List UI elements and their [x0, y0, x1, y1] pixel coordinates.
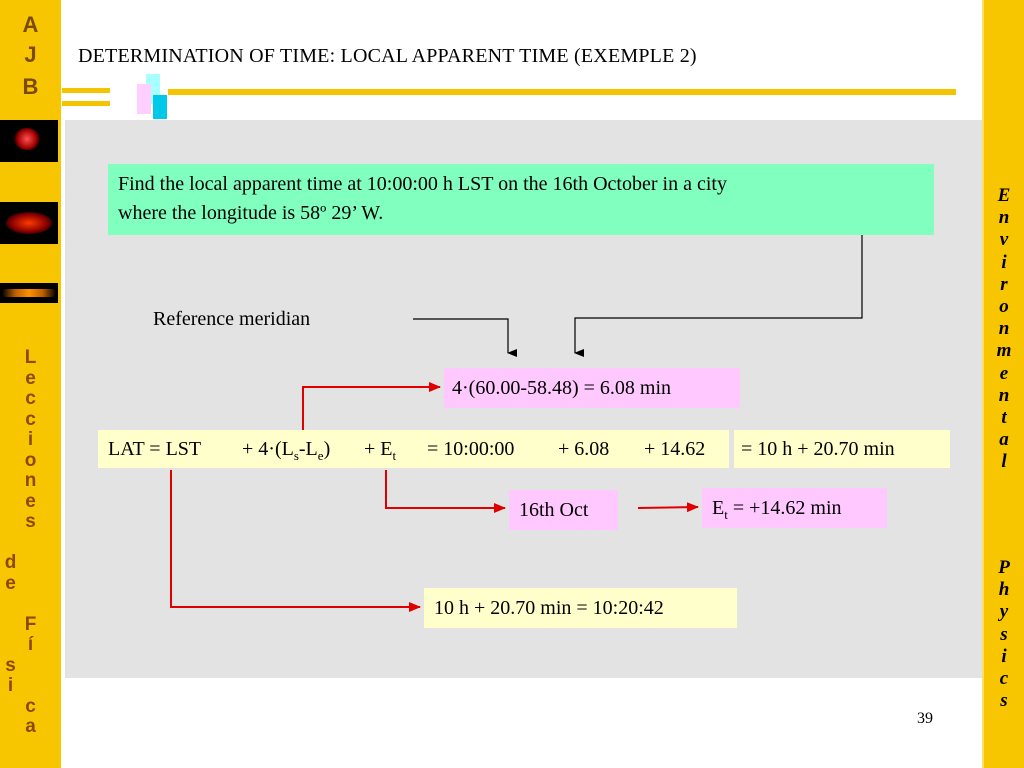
sidebar-vertical-letter: n [998, 207, 1010, 229]
sidebar-vertical-letter: a [25, 716, 36, 737]
sidebar-vertical-letter: l [1001, 451, 1007, 473]
sidebar-vertical-letter: s [25, 511, 36, 532]
thumbnail-image-3 [0, 283, 58, 303]
reference-meridian-arrow [413, 318, 517, 357]
title-decoration-bar-left [62, 88, 110, 93]
sidebar-vertical-letter: d [4, 552, 17, 573]
title-decoration-bar-left-2 [62, 101, 110, 106]
decorative-square-cyan [153, 95, 167, 119]
date-to-et-arrow [637, 502, 699, 513]
sidebar-vertical-letter: r [1000, 273, 1008, 295]
equation-box: LAT = LST + 4·(Ls-Le) + Et = 10:00:00 + … [98, 430, 729, 468]
logo-letter-j: J [24, 42, 37, 67]
sidebar-vertical-letter: n [24, 470, 37, 491]
eq-et-value: + 14.62 [644, 438, 706, 460]
reference-meridian-label: Reference meridian [153, 308, 311, 330]
sidebar-vertical-letter: e [25, 490, 36, 512]
equation-of-time-box: Et = +14.62 min [702, 488, 887, 528]
thumbnail-image-2 [0, 202, 58, 244]
equation-result-box: = 10 h + 20.70 min [734, 430, 950, 468]
sidebar-vertical-letter: n [998, 384, 1010, 406]
final-result-text: 10 h + 20.70 min = 10:20:42 [434, 597, 664, 619]
title-underline-bar [168, 89, 956, 95]
sidebar-vertical-letter: F [24, 613, 37, 635]
slide-title: DETERMINATION OF TIME: LOCAL APPARENT TI… [78, 45, 697, 67]
sidebar-vertical-letter: v [999, 229, 1009, 251]
sidebar-vertical-letter: s [1000, 623, 1008, 645]
sidebar-vertical-letter: y [999, 601, 1009, 623]
sidebar-vertical-letter: s [5, 654, 16, 676]
sidebar-vertical-letter: c [999, 668, 1009, 689]
sidebar-vertical-letter: í [27, 634, 34, 655]
sidebar-vertical-letter: i [27, 429, 34, 450]
date-text: 16th Oct [519, 499, 589, 521]
problem-line-1: Find the local apparent time at 10:00:00… [118, 173, 727, 195]
sidebar-vertical-letter: a [999, 429, 1009, 451]
sidebar-vertical-letter: n [998, 318, 1010, 340]
longitude-term-arrow [302, 382, 441, 430]
sidebar-vertical-letter: m [996, 340, 1012, 362]
sidebar-vertical-letter: s [1000, 690, 1008, 712]
sidebar-vertical-letter: o [24, 449, 37, 471]
sidebar-vertical-letter: e [25, 367, 36, 389]
sidebar-vertical-letter: c [25, 408, 36, 430]
result-arrow [170, 470, 421, 612]
eq-longitude-value: + 6.08 [558, 438, 610, 460]
eq-lat-lst: LAT = LST [108, 438, 202, 460]
decorative-square-pink [137, 84, 151, 114]
thumbnail-image-1 [0, 120, 58, 162]
sidebar-vertical-letter: L [24, 347, 37, 368]
equation-of-time-text: Et = +14.62 min [712, 497, 842, 522]
logo-letter-a: A [22, 12, 39, 37]
equation-result-text: = 10 h + 20.70 min [741, 438, 895, 460]
sidebar-vertical-letter: i [1001, 645, 1007, 667]
eq-longitude-term: + 4·(Ls-Le) [242, 438, 331, 463]
sidebar-vertical-letter: c [25, 388, 36, 409]
problem-statement-box: Find the local apparent time at 10:00:00… [108, 164, 934, 235]
problem-line-2: where the longitude is 58º 29’ W. [118, 202, 384, 224]
longitude-correction-box: 4·(60.00-58.48) = 6.08 min [444, 368, 740, 408]
sidebar-vertical-letter: t [1001, 407, 1007, 428]
sidebar-vertical-letter: E [997, 185, 1011, 206]
sidebar-vertical-letter: e [999, 362, 1009, 384]
et-term-arrow [385, 470, 506, 513]
longitude-arrow [574, 235, 863, 357]
eq-lst-value: = 10:00:00 [427, 438, 515, 460]
eq-equation-of-time-term: + Et [364, 438, 397, 463]
sidebar-vertical-letter: c [25, 695, 36, 717]
sidebar-vertical-letter: i [1001, 251, 1007, 273]
sidebar-vertical-letter: P [998, 557, 1010, 578]
sidebar-vertical-letter: h [998, 579, 1010, 601]
logo-letter-b: B [22, 74, 39, 99]
date-box: 16th Oct [509, 490, 618, 530]
sidebar-vertical-letter: o [999, 296, 1009, 317]
sidebar-vertical-letter: i [7, 675, 14, 696]
page-number: 39 [917, 710, 933, 727]
longitude-correction-text: 4·(60.00-58.48) = 6.08 min [452, 377, 672, 399]
sidebar-vertical-letter: e [5, 572, 16, 594]
final-result-box: 10 h + 20.70 min = 10:20:42 [424, 588, 737, 628]
